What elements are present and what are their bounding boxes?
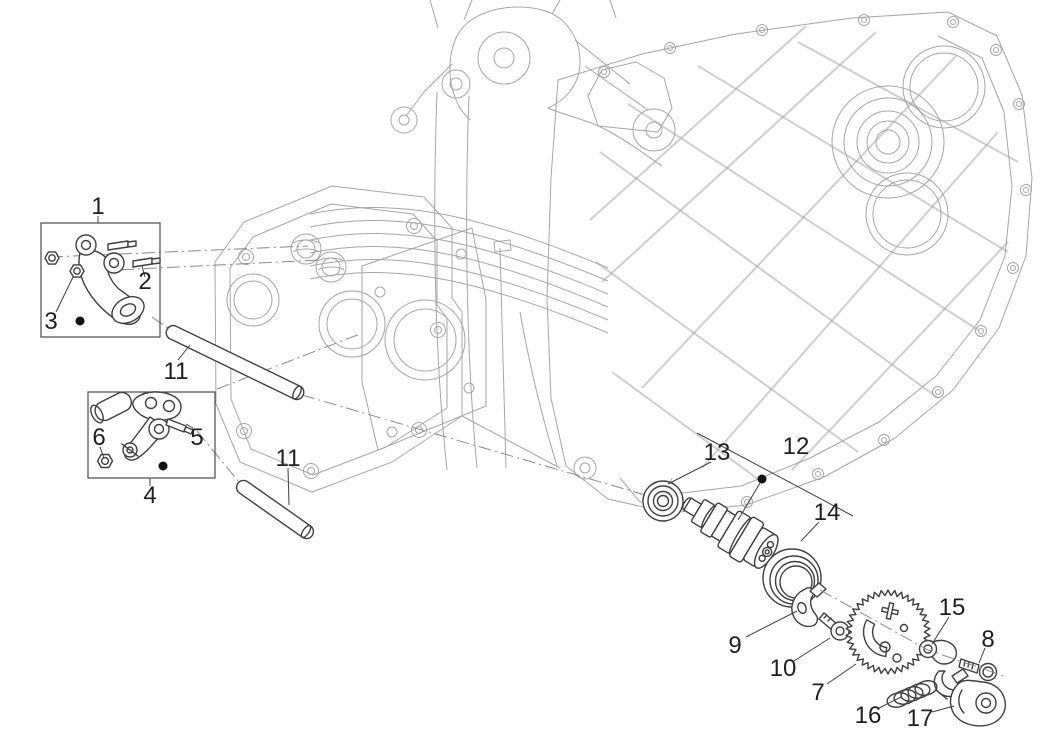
cylinder-head xyxy=(214,185,561,493)
callout-16: 16 xyxy=(855,702,882,729)
callout-3: 3 xyxy=(44,308,57,335)
callout-8: 8 xyxy=(981,626,994,653)
plate-bolt xyxy=(818,612,850,641)
rocker-shaft-pin-upper xyxy=(165,324,305,401)
decompression-weight-bracket xyxy=(949,668,1007,727)
camshaft-axis-centerline xyxy=(819,589,1005,677)
adjuster-lock-nuts xyxy=(44,251,85,278)
exploded-parts xyxy=(44,234,1007,727)
camshaft-seal-ring xyxy=(762,548,822,608)
cylinder-cooling-fins xyxy=(309,207,609,334)
marker-dot-part-1 xyxy=(75,316,85,326)
callout-11-lower: 11 xyxy=(276,445,301,472)
callout-17: 17 xyxy=(907,705,934,732)
callout-9: 9 xyxy=(728,632,741,659)
valve-adjuster-screws xyxy=(107,240,161,268)
detail-box-part-4 xyxy=(87,391,216,479)
marker-dot-part-12 xyxy=(757,474,767,484)
callout-13: 13 xyxy=(704,439,731,466)
callout-graphics: 1 2 3 11 6 5 4 11 13 12 14 9 10 7 16 17 … xyxy=(40,193,995,732)
crankcase-bolt-holes xyxy=(598,14,1032,508)
callout-14: 14 xyxy=(814,499,841,526)
rocker-arm-assembly-exhaust xyxy=(90,391,182,461)
callout-6: 6 xyxy=(92,424,105,451)
callout-2: 2 xyxy=(138,268,151,295)
callout-11-upper: 11 xyxy=(164,358,189,385)
callout-10: 10 xyxy=(770,655,797,682)
leader-lines xyxy=(55,216,986,713)
camshaft-retaining-plate xyxy=(791,582,827,628)
rocker-shaft-pin-lower xyxy=(235,479,315,540)
marker-dot-part-4 xyxy=(158,461,168,471)
adjuster-screw-5 xyxy=(165,418,194,435)
callout-7: 7 xyxy=(811,679,824,706)
callout-12: 12 xyxy=(783,433,810,460)
callout-labels: 1 2 3 11 6 5 4 11 13 12 14 9 10 7 16 17 … xyxy=(44,193,994,732)
callout-1: 1 xyxy=(91,193,104,220)
camshaft-ball-bearing xyxy=(642,480,684,522)
lock-nut-6 xyxy=(96,453,114,469)
valve-springs xyxy=(290,233,347,283)
reference-marker-dots xyxy=(75,316,767,484)
rocker-arm-assembly-intake xyxy=(75,234,145,325)
return-spring xyxy=(886,680,948,708)
callout-15: 15 xyxy=(939,594,966,621)
engine-assembly-artwork xyxy=(214,0,1033,514)
cam-sprocket xyxy=(845,589,931,675)
engine-mount-bracket xyxy=(390,0,676,167)
camshaft xyxy=(682,497,779,569)
detail-box-part-1 xyxy=(40,222,161,338)
cam-chain-tower xyxy=(434,69,558,471)
callout-4: 4 xyxy=(143,482,156,509)
crankcase-outline xyxy=(546,11,1033,514)
callout-5: 5 xyxy=(190,424,203,451)
